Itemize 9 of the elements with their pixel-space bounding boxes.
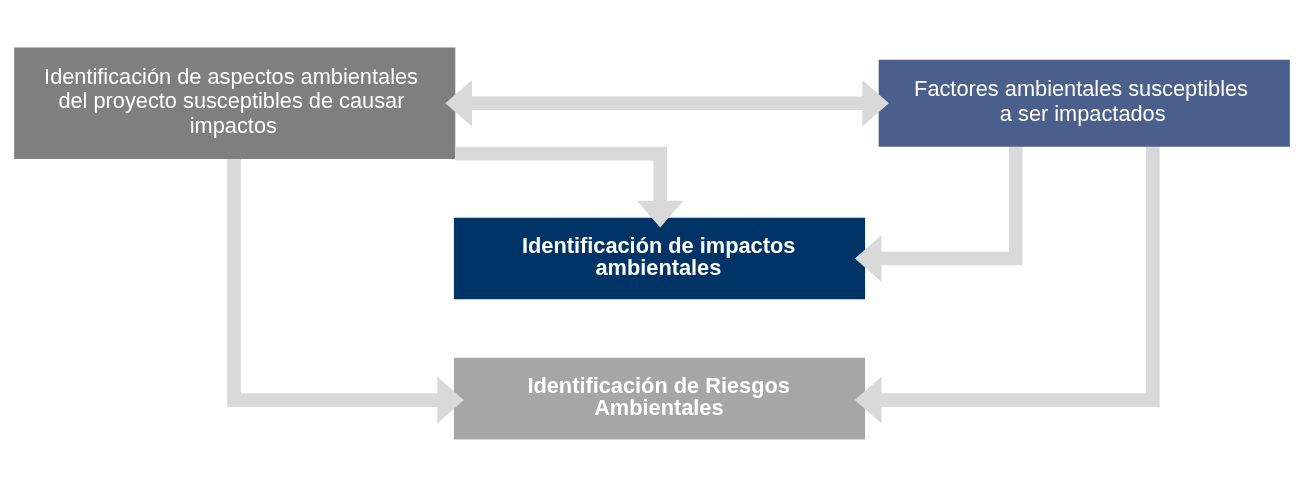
arrow: [854, 147, 1160, 424]
arrow: [445, 79, 889, 127]
arrow: [854, 146, 1023, 282]
arrow: [227, 159, 464, 424]
node-box: Identificación de Riesgos Ambientales: [453, 357, 866, 440]
node-box: Identificación de impactos ambientales: [453, 217, 866, 300]
node-box: Identificación de aspectos ambientales del proyecto susceptibles de causar impactos: [14, 47, 456, 160]
node-box: Factores ambientales susceptibles a ser impactados: [878, 59, 1290, 147]
arrow: [455, 146, 684, 228]
